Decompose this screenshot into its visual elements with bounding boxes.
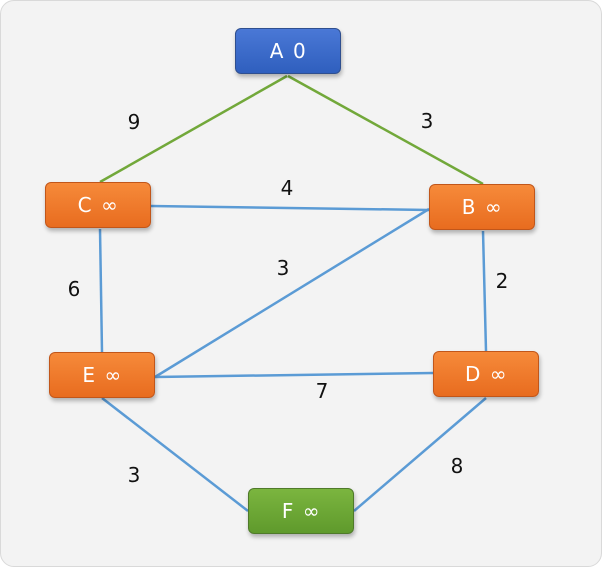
edge-d-f: [353, 397, 487, 512]
node-a-distance: 0: [292, 39, 307, 63]
edge-b-d: [481, 230, 488, 352]
edge-c-b: [150, 204, 430, 212]
edge-e-f-weight: 3: [127, 463, 141, 487]
edge-e-d-weight: 7: [315, 379, 329, 403]
edge-c-e-weight: 6: [67, 277, 81, 301]
node-b[interactable]: B ∞: [429, 184, 535, 230]
node-a-name: A: [269, 39, 284, 63]
edge-c-b-weight: 4: [280, 176, 294, 200]
edge-a-b: [287, 74, 484, 186]
node-b-distance: ∞: [485, 195, 503, 219]
node-c-name: C: [77, 193, 93, 217]
node-f-name: F: [281, 499, 294, 523]
node-c[interactable]: C ∞: [45, 182, 151, 228]
node-b-name: B: [461, 195, 477, 219]
node-e-name: E: [82, 363, 96, 387]
edge-e-b-weight: 3: [276, 256, 290, 280]
edge-b-d-weight: 2: [495, 269, 509, 293]
edge-e-b: [154, 207, 430, 379]
edge-e-d: [154, 371, 434, 379]
node-d[interactable]: D ∞: [433, 351, 539, 397]
node-e-distance: ∞: [104, 363, 122, 387]
edge-a-c: [99, 74, 288, 184]
edge-a-b-weight: 3: [420, 109, 434, 133]
edge-d-f-weight: 8: [450, 454, 464, 478]
edge-c-e: [98, 228, 104, 353]
node-f[interactable]: F ∞: [248, 488, 354, 534]
node-a[interactable]: A 0: [235, 28, 341, 74]
node-c-distance: ∞: [101, 193, 119, 217]
edge-a-c-weight: 9: [127, 110, 141, 134]
node-d-distance: ∞: [489, 362, 508, 386]
node-d-name: D: [464, 362, 481, 386]
node-f-distance: ∞: [302, 499, 321, 523]
node-e[interactable]: E ∞: [49, 352, 155, 398]
edge-e-f: [101, 397, 249, 512]
